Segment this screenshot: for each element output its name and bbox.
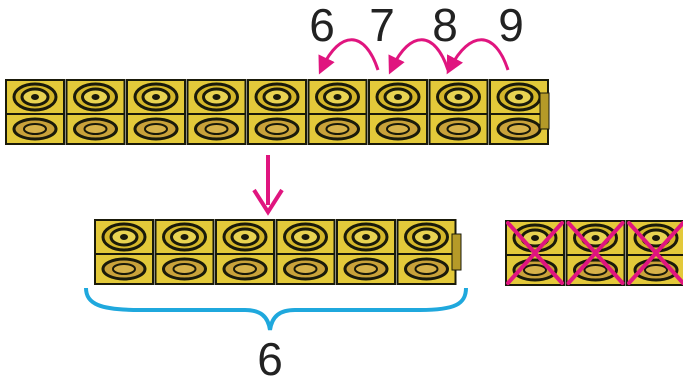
result-label: 6 (257, 333, 283, 385)
cross-out-icon (566, 221, 625, 285)
linking-cube-icon (396, 218, 457, 286)
crossed-cube-row (504, 219, 683, 287)
linking-cube-icon (428, 78, 489, 146)
cube-connector-nub (451, 233, 462, 271)
linking-cube-icon (246, 78, 308, 146)
cross-out-icon (627, 221, 683, 285)
count-label-8: 8 (432, 0, 458, 51)
linking-cube-icon (214, 218, 276, 286)
count-label-7: 7 (369, 0, 395, 51)
count-label-6: 6 (309, 0, 335, 51)
linking-cube-icon (335, 218, 397, 286)
count-label-9: 9 (498, 0, 524, 51)
down-arrow-head (252, 188, 284, 216)
linking-cube-icon (154, 218, 215, 286)
curved-arrow-icon (446, 38, 510, 75)
linking-cube-icon (186, 78, 247, 146)
cube-connector-nub (539, 92, 550, 130)
linking-cube-icon (307, 78, 368, 146)
linking-cube-icon (4, 78, 66, 146)
cross-out-icon (506, 221, 564, 285)
linking-cube-icon (275, 218, 336, 286)
linking-cube-icon (93, 218, 155, 286)
linking-cube-icon (125, 78, 187, 146)
linking-cube-icon (65, 78, 126, 146)
linking-cube-icon (367, 78, 429, 146)
curved-arrow-icon (388, 38, 450, 75)
curved-arrow-icon (318, 38, 380, 75)
middle-cube-row (93, 218, 457, 286)
linking-cube-icon (488, 78, 550, 146)
curly-brace-icon (84, 287, 468, 331)
top-cube-row (4, 78, 550, 146)
